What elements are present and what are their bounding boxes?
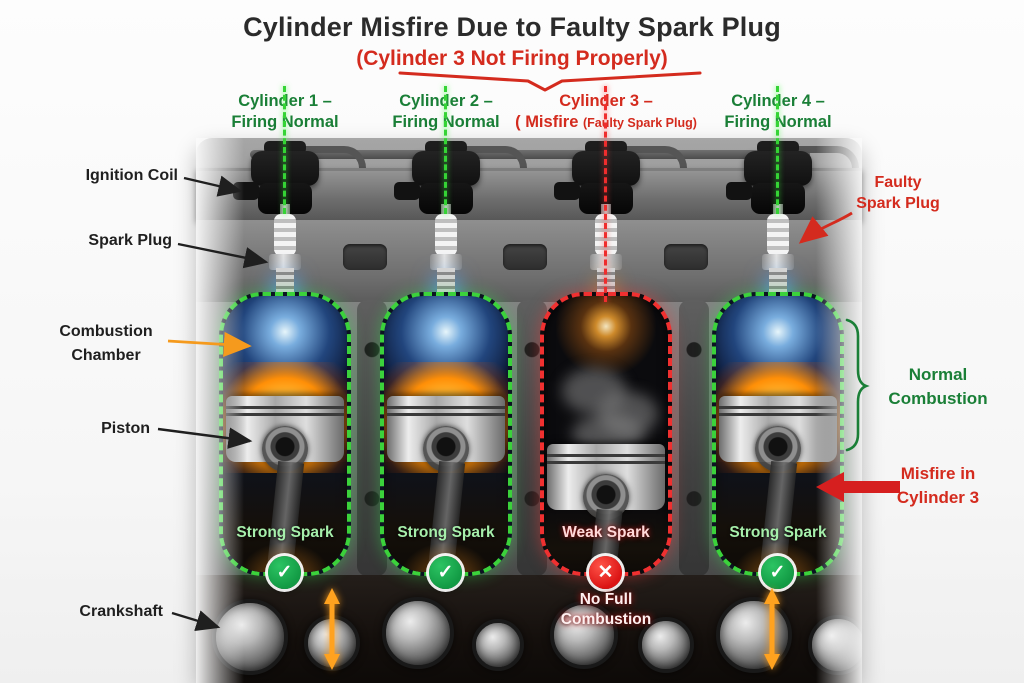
spark-plug-tip <box>276 268 294 296</box>
column-header-cylinder-3: Cylinder 3 – ( Misfire (Faulty Spark Plu… <box>506 91 706 134</box>
misfire-detail: (Faulty Spark Plug) <box>582 116 697 130</box>
fuel-rail-pipe <box>250 150 810 159</box>
no-full-line2: Combustion <box>560 611 652 628</box>
crank-journal <box>550 601 618 669</box>
check-icon: ✓ <box>268 556 301 589</box>
spark-plug <box>762 254 794 270</box>
spark-plug-tip <box>437 268 455 296</box>
faulty-line2: Spark Plug <box>856 195 940 212</box>
combustion-chamber-cylinder-2 <box>380 292 512 576</box>
piston-rings <box>719 402 837 420</box>
misfire-word: ( Misfire <box>515 113 583 131</box>
misfire-line1: Misfire in <box>900 464 976 483</box>
spark-status-label: Strong Spark <box>729 524 827 541</box>
ignition-coil-connector <box>726 182 752 200</box>
piston-rings <box>387 402 505 420</box>
normal-combustion-line1: Normal <box>908 365 968 384</box>
connecting-rod-zone <box>384 460 508 572</box>
normal-combustion-line2: Combustion <box>888 389 988 408</box>
crank-journal <box>304 615 360 671</box>
pipe-arc <box>621 146 687 176</box>
head-slot <box>343 244 387 270</box>
crank-journal <box>472 619 524 671</box>
firing-indicator-line-green <box>444 86 447 214</box>
engine-left-fade <box>196 138 244 683</box>
ignition-coil-connector <box>554 182 580 200</box>
piston <box>547 444 665 520</box>
firing-indicator-line-red <box>604 86 607 302</box>
check-icon: ✓ <box>761 556 794 589</box>
engine-right-fade <box>816 138 862 683</box>
misfire-line2: Cylinder 3 <box>896 488 980 507</box>
faulty-spark-plug-label: Faulty Spark Plug <box>842 172 954 214</box>
ignition-coil-label: Ignition Coil <box>85 167 178 184</box>
pipe-arc <box>300 146 366 176</box>
faulty-line1: Faulty <box>874 174 922 191</box>
spark-status-label: Weak Spark <box>562 524 650 541</box>
misfire-cylinder3-label: Misfire in Cylinder 3 <box>872 462 1004 510</box>
crank-journal <box>716 597 792 673</box>
column-header-line2: ( Misfire (Faulty Spark Plug) <box>506 112 706 134</box>
spark-plug-tip <box>769 268 787 296</box>
page-subtitle: (Cylinder 3 Not Firing Properly) <box>356 47 668 70</box>
piston-label: Piston <box>101 420 150 437</box>
ignition-coil-connector <box>394 182 420 200</box>
pipe-arc <box>461 146 527 176</box>
piston-rings <box>226 402 344 420</box>
piston-rings <box>547 450 665 468</box>
spark-plug <box>430 254 462 270</box>
cross-icon: ✕ <box>589 556 622 589</box>
check-icon: ✓ <box>429 556 462 589</box>
spark-plug-label: Spark Plug <box>88 232 172 249</box>
crankshaft-label: Crankshaft <box>79 603 163 620</box>
crank-journal <box>638 617 694 673</box>
spark-plug <box>767 214 789 256</box>
block-webbing <box>679 300 709 576</box>
firing-indicator-line-green <box>776 86 779 214</box>
combustion-chamber-label: Combustion Chamber <box>50 320 162 368</box>
spark-plug <box>269 254 301 270</box>
piston <box>387 396 505 472</box>
crankcase <box>196 575 862 683</box>
spark-status-label: Strong Spark <box>397 524 495 541</box>
spark-plug <box>274 214 296 256</box>
crank-journal <box>382 597 454 669</box>
head-slot <box>664 244 708 270</box>
combustion-chamber-line2: Chamber <box>71 347 141 364</box>
normal-combustion-label: Normal Combustion <box>872 363 1004 411</box>
firing-indicator-line-green <box>283 86 286 214</box>
page-title: Cylinder Misfire Due to Faulty Spark Plu… <box>243 12 781 42</box>
spark-status-label: Strong Spark <box>236 524 334 541</box>
combustion-chamber-line1: Combustion <box>59 323 153 340</box>
no-full-line1: No Full <box>579 591 633 608</box>
spark-plug <box>435 214 457 256</box>
head-slot <box>503 244 547 270</box>
no-full-combustion-label: No Full Combustion <box>540 590 672 630</box>
